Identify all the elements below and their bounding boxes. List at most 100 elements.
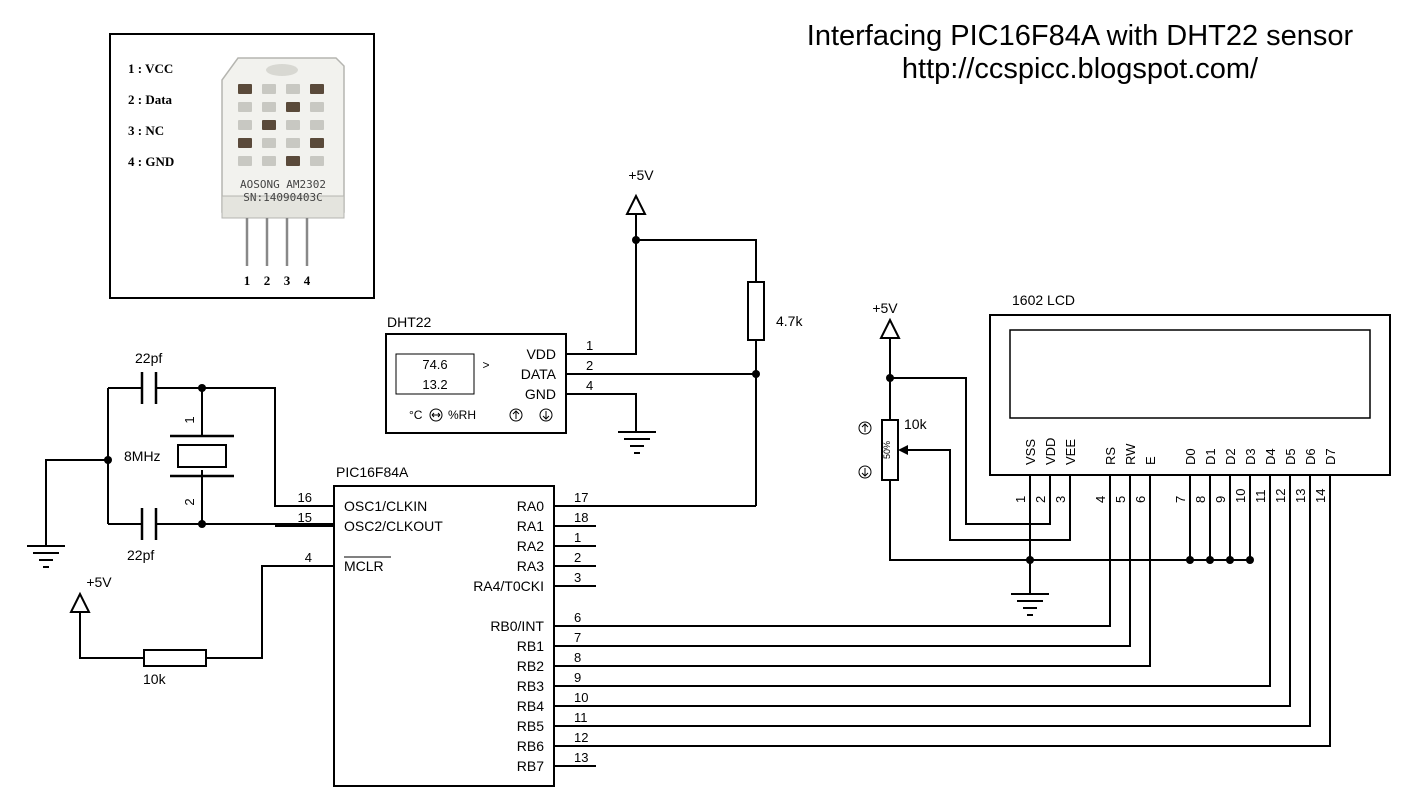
pullup-value: 4.7k bbox=[776, 313, 803, 329]
lcd-pin-number: 2 bbox=[1033, 496, 1048, 503]
sensor-vent-hole bbox=[238, 84, 252, 94]
title-line1: Interfacing PIC16F84A with DHT22 sensor bbox=[807, 20, 1354, 52]
oscillator-circuit: 22pf 22pf 8MHz 1 2 bbox=[45, 350, 334, 563]
dht22-pin-num-1: 1 bbox=[586, 338, 593, 353]
lcd-screen bbox=[1009, 329, 1371, 419]
sensor-vent-hole bbox=[262, 156, 276, 166]
sensor-vent-hole bbox=[286, 156, 300, 166]
vcc-label-pot: +5V bbox=[872, 300, 898, 316]
mcu-pin-name: RA2 bbox=[517, 538, 544, 554]
mcu-pin-name: RB1 bbox=[517, 638, 544, 654]
mcu-pin-number: 15 bbox=[298, 510, 312, 525]
sensor-vent-hole bbox=[262, 102, 276, 112]
dht22-sensor-picture: AOSONG AM2302 SN:14090403C bbox=[221, 57, 345, 266]
sensor-pin-label-2: 2 : Data bbox=[128, 92, 173, 107]
mcu-pin-name: RA4/T0CKI bbox=[473, 578, 544, 594]
sensor-leg-4: 4 bbox=[304, 273, 311, 288]
increase-icon[interactable] bbox=[509, 408, 523, 422]
sensor-vent-hole bbox=[286, 120, 300, 130]
mcu-pin-number: 10 bbox=[574, 690, 588, 705]
mclr-resistor bbox=[143, 649, 207, 667]
sensor-vent-hole bbox=[310, 102, 324, 112]
swap-icon[interactable] bbox=[429, 408, 443, 422]
dht22-wiring bbox=[566, 236, 760, 506]
mcu-pin-number: 11 bbox=[574, 710, 588, 725]
mcu-pin-number: 3 bbox=[574, 570, 581, 585]
sensor-pin-label-3: 3 : NC bbox=[128, 123, 164, 138]
mcu-pin-number: 4 bbox=[305, 550, 312, 565]
crystal bbox=[170, 434, 234, 478]
mcu-pin-number: 2 bbox=[574, 550, 581, 565]
sensor-vent-hole bbox=[238, 120, 252, 130]
pot-position: 50% bbox=[882, 441, 892, 459]
dht22-component: DHT22 74.6 13.2 > °C %RH VDD DATA GND 1 … bbox=[385, 314, 593, 434]
lcd-pin-name: RS bbox=[1103, 447, 1118, 465]
mcu-pin-name: RB6 bbox=[517, 738, 544, 754]
sensor-leg-1: 1 bbox=[244, 273, 251, 288]
vcc-label-dht22: +5V bbox=[628, 167, 654, 183]
dht22-humidity: 13.2 bbox=[422, 377, 447, 392]
mcu-pin-name: RB4 bbox=[517, 698, 544, 714]
lcd-pin-number: 3 bbox=[1053, 496, 1068, 503]
sensor-vent-hole bbox=[310, 156, 324, 166]
dht22-pin-gnd: GND bbox=[525, 386, 556, 402]
lcd-pin-number: 7 bbox=[1173, 496, 1188, 503]
pot-increase-icon[interactable] bbox=[858, 421, 872, 435]
mcu-pin-number: 13 bbox=[574, 750, 588, 765]
sensor-pin-label-1: 1 : VCC bbox=[128, 61, 173, 76]
lcd-pin-number: 5 bbox=[1113, 496, 1128, 503]
pot-value: 10k bbox=[904, 416, 928, 432]
cap-top-label: 22pf bbox=[135, 350, 162, 366]
pic16f84a-chip: PIC16F84A 16OSC1/CLKIN15OSC2/CLKOUT4MCLR… bbox=[275, 464, 596, 787]
mcu-pin-name: RA3 bbox=[517, 558, 544, 574]
vcc-label-mclr: +5V bbox=[86, 574, 112, 590]
mcu-label: PIC16F84A bbox=[336, 464, 409, 480]
lcd-pin-number: 10 bbox=[1233, 489, 1248, 503]
lcd-pin-name: D7 bbox=[1323, 448, 1338, 465]
mcu-pin-name: RB2 bbox=[517, 658, 544, 674]
vcc-terminal-dht22: +5V bbox=[625, 167, 654, 240]
sensor-pin-label-4: 4 : GND bbox=[128, 154, 174, 169]
sensor-photo: 1 : VCC 2 : Data 3 : NC 4 : GND AOSONG A… bbox=[109, 33, 375, 299]
sensor-vent-hole bbox=[286, 102, 300, 112]
decrease-icon[interactable] bbox=[539, 408, 553, 422]
mcu-pin-number: 12 bbox=[574, 730, 588, 745]
sensor-leg-2: 2 bbox=[264, 273, 271, 288]
lcd-pin-number: 1 bbox=[1013, 496, 1028, 503]
capacitor-top bbox=[140, 372, 158, 404]
mcu-pin-number: 17 bbox=[574, 490, 588, 505]
pullup-resistor: 4.7k bbox=[747, 281, 803, 341]
lcd-pin-name: D5 bbox=[1283, 448, 1298, 465]
sensor-vent-hole bbox=[286, 138, 300, 148]
lcd-pin-number: 11 bbox=[1253, 490, 1268, 504]
sensor-vent-hole bbox=[238, 138, 252, 148]
cap-bottom-label: 22pf bbox=[127, 547, 154, 563]
lcd-pin-name: VEE bbox=[1063, 439, 1078, 465]
mcu-pin-number: 9 bbox=[574, 670, 581, 685]
crystal-frequency: 8MHz bbox=[124, 448, 161, 464]
lcd-pin-number: 14 bbox=[1313, 489, 1328, 503]
mcu-pin-number: 1 bbox=[574, 530, 581, 545]
mcu-pin-name: RA1 bbox=[517, 518, 544, 534]
mcu-pin-name: RB0/INT bbox=[490, 618, 544, 634]
sensor-vent-hole bbox=[238, 102, 252, 112]
sensor-vent-hole bbox=[262, 138, 276, 148]
ground-symbol-osc bbox=[27, 545, 65, 568]
sensor-print-line1: AOSONG AM2302 bbox=[240, 178, 326, 191]
pot-decrease-icon[interactable] bbox=[858, 465, 872, 479]
dht22-unit-humidity: %RH bbox=[448, 408, 476, 422]
sensor-vent-hole bbox=[262, 84, 276, 94]
lcd-pin-number: 13 bbox=[1293, 489, 1308, 503]
lcd-label: 1602 LCD bbox=[1012, 292, 1075, 308]
lcd-wiring bbox=[554, 505, 1331, 747]
mcu-pin-name: RB7 bbox=[517, 758, 544, 774]
dht22-pin-vdd: VDD bbox=[526, 346, 556, 362]
mcu-pin-number: 18 bbox=[574, 510, 588, 525]
mcu-pin-name: RA0 bbox=[517, 498, 544, 514]
lcd-pin-number: 8 bbox=[1193, 496, 1208, 503]
sensor-leg-3: 3 bbox=[284, 273, 291, 288]
lcd-pin-name: D0 bbox=[1183, 448, 1198, 465]
capacitor-bottom bbox=[140, 508, 158, 540]
